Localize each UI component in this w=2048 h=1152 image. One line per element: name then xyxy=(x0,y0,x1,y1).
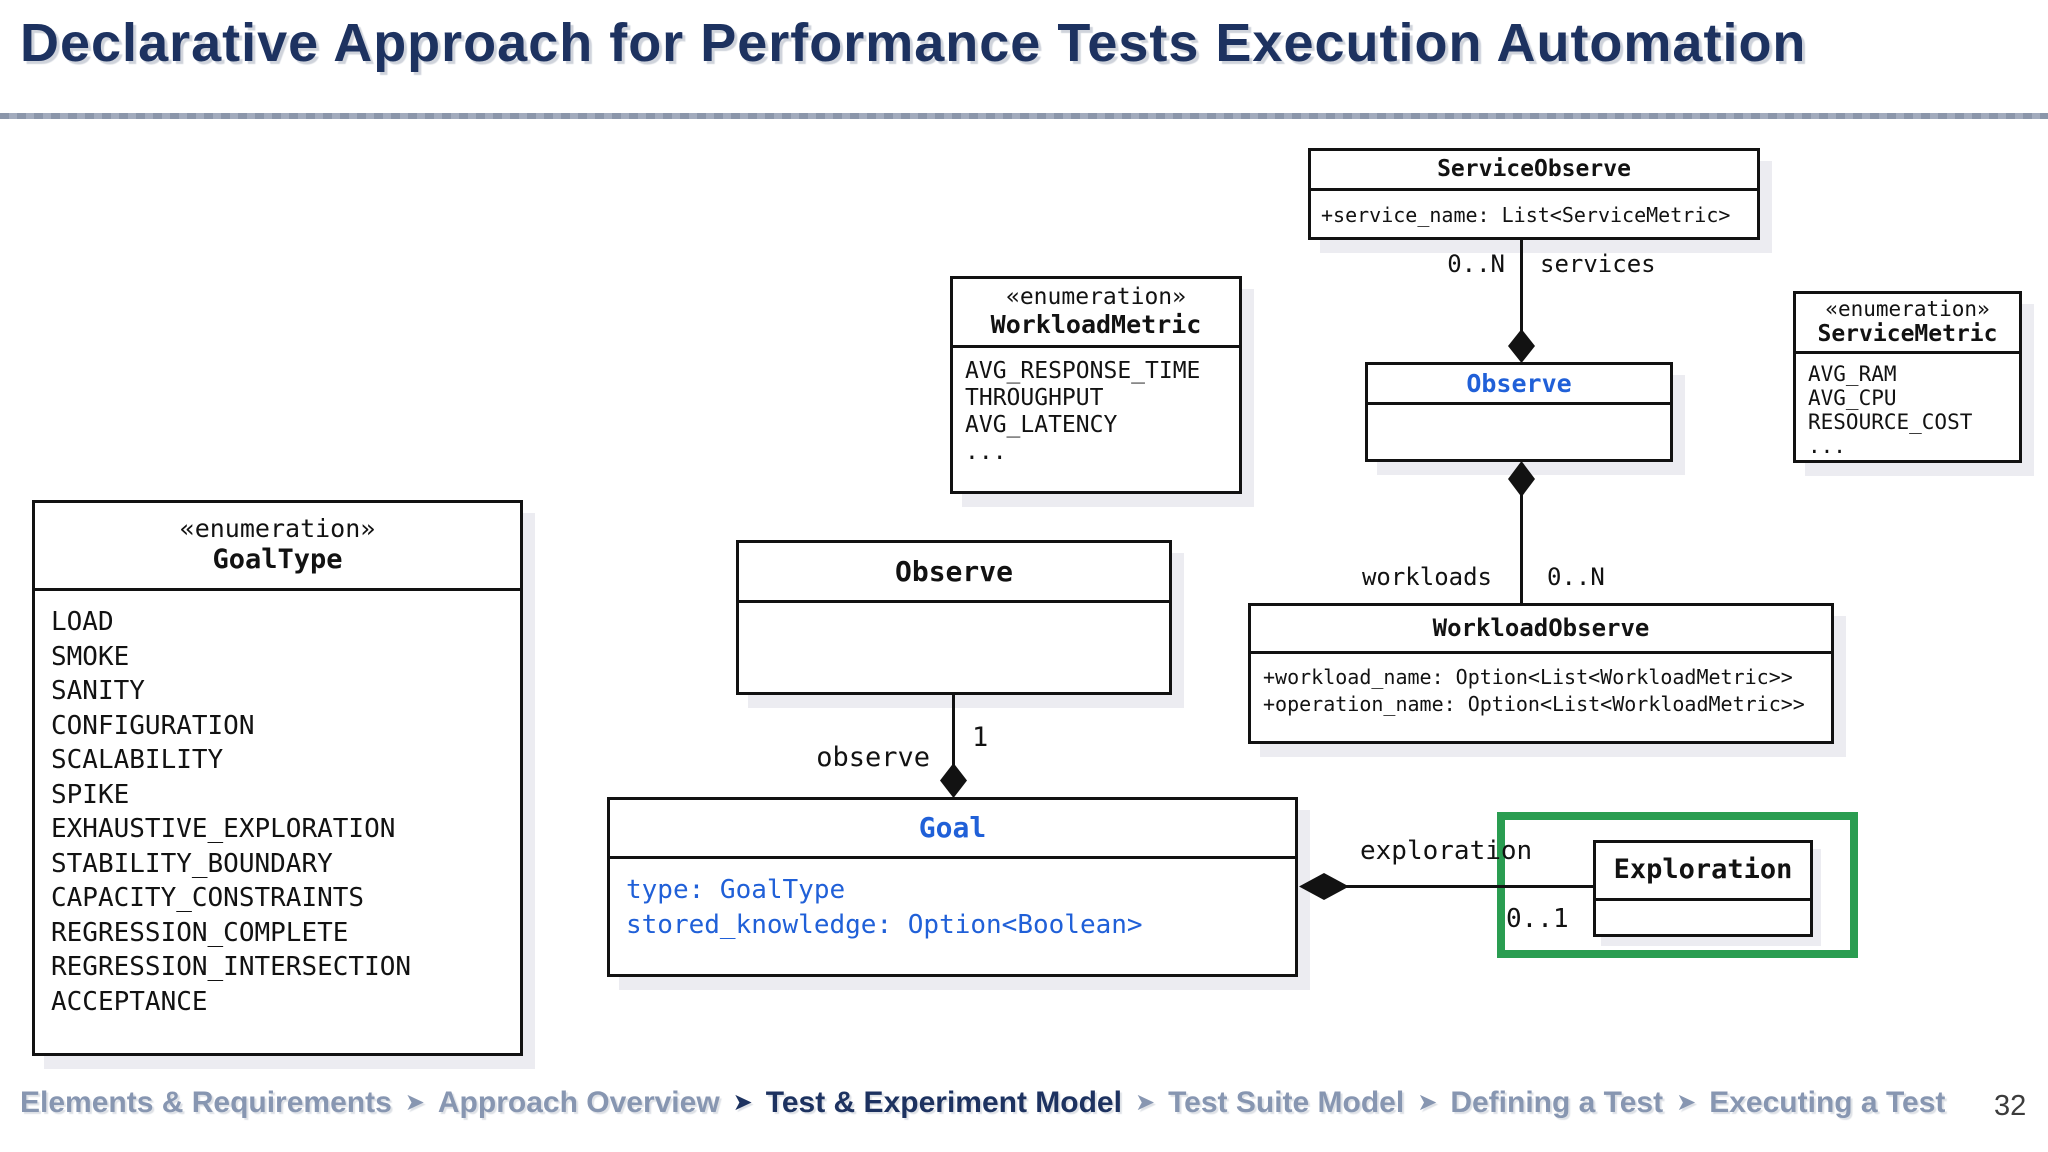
enum-value: SMOKE xyxy=(51,641,130,672)
enum-value: REGRESSION_INTERSECTION xyxy=(51,952,412,982)
enum-value: SPIKE xyxy=(51,779,130,810)
breadcrumb-arrow-icon: ➤ xyxy=(1417,1089,1438,1116)
enum-name: WorkloadMetric xyxy=(990,310,1202,340)
multiplicity-label-exploration: 0..1 xyxy=(1506,904,1569,934)
breadcrumb-arrow-icon: ➤ xyxy=(732,1089,753,1116)
enum-box-goaltype: «enumeration» GoalType LOAD SMOKE SANITY… xyxy=(32,500,523,1056)
enum-value: THROUGHPUT xyxy=(965,385,1104,411)
composition-diamond-services xyxy=(1508,329,1535,363)
class-box-serviceobserve: ServiceObserve +service_name: List<Servi… xyxy=(1308,148,1760,240)
breadcrumb: Elements & Requirements ➤ Approach Overv… xyxy=(20,1086,1945,1120)
multiplicity-label-services: 0..N xyxy=(1447,250,1505,278)
breadcrumb-item-approach-overview: Approach Overview xyxy=(437,1086,720,1119)
class-name: ServiceObserve xyxy=(1437,155,1631,182)
class-name: WorkloadObserve xyxy=(1432,614,1650,643)
breadcrumb-arrow-icon: ➤ xyxy=(404,1089,425,1116)
breadcrumb-item-test-experiment-model: Test & Experiment Model xyxy=(765,1086,1122,1119)
class-attribute: type: GoalType xyxy=(626,875,846,905)
enum-value: ... xyxy=(965,439,1007,465)
class-attribute: +service_name: List<ServiceMetric> xyxy=(1321,203,1731,227)
class-name: Exploration xyxy=(1613,854,1793,886)
enum-value: AVG_CPU xyxy=(1808,386,1897,410)
enum-stereotype: «enumeration» xyxy=(1005,283,1186,310)
enum-name: GoalType xyxy=(212,543,343,575)
association-line-services xyxy=(1520,240,1523,332)
association-line-workloads xyxy=(1520,495,1523,604)
class-name: Observe xyxy=(894,554,1013,588)
class-attribute: stored_knowledge: Option<Boolean> xyxy=(626,910,1143,940)
composition-diamond-observe xyxy=(940,763,967,798)
enum-value: AVG_RAM xyxy=(1808,362,1897,386)
enum-stereotype: «enumeration» xyxy=(179,513,376,543)
slide-title: Declarative Approach for Performance Tes… xyxy=(20,13,1807,73)
composition-diamond-workloads xyxy=(1508,461,1535,497)
class-box-exploration: Exploration xyxy=(1593,840,1813,937)
composition-diamond-exploration xyxy=(1299,873,1349,900)
enum-value: AVG_LATENCY xyxy=(965,412,1118,438)
class-attribute: +operation_name: Option<List<WorkloadMet… xyxy=(1263,692,1805,716)
title-divider xyxy=(0,113,2048,119)
enum-value: SCALABILITY xyxy=(51,745,224,775)
breadcrumb-arrow-icon: ➤ xyxy=(1676,1089,1697,1116)
enum-value: CONFIGURATION xyxy=(51,710,255,741)
class-name: Goal xyxy=(918,811,987,845)
class-box-observe-upper: Observe xyxy=(1365,362,1673,462)
class-box-workloadobserve: WorkloadObserve +workload_name: Option<L… xyxy=(1248,603,1834,744)
page-number: 32 xyxy=(1994,1090,2027,1122)
role-label-services: services xyxy=(1540,250,1656,278)
role-label-workloads: workloads xyxy=(1361,563,1492,591)
class-box-goal: Goal type: GoalType stored_knowledge: Op… xyxy=(607,797,1298,977)
enum-stereotype: «enumeration» xyxy=(1825,296,1990,321)
role-label-observe: observe xyxy=(816,742,930,773)
association-line-exploration xyxy=(1346,885,1594,888)
class-box-observe-middle: Observe xyxy=(736,540,1172,695)
breadcrumb-item-elements-requirements: Elements & Requirements xyxy=(20,1086,392,1119)
breadcrumb-item-executing-a-test: Executing a Test xyxy=(1709,1086,1946,1119)
enum-box-servicemetric: «enumeration» ServiceMetric AVG_RAM AVG_… xyxy=(1793,291,2022,463)
enum-value: RESOURCE_COST xyxy=(1808,410,1973,434)
enum-value: ACCEPTANCE xyxy=(51,986,208,1017)
enum-name: ServiceMetric xyxy=(1817,320,1998,347)
breadcrumb-arrow-icon: ➤ xyxy=(1134,1089,1156,1116)
enum-value: SANITY xyxy=(51,676,145,706)
multiplicity-label-workloads: 0..N xyxy=(1547,563,1605,591)
enum-value: LOAD xyxy=(51,607,114,637)
class-attribute: +workload_name: Option<List<WorkloadMetr… xyxy=(1263,665,1793,689)
association-line-observe xyxy=(952,695,955,767)
enum-value: STABILITY_BOUNDARY xyxy=(51,848,333,879)
multiplicity-label-observe: 1 xyxy=(972,722,989,753)
enum-value: EXHAUSTIVE_EXPLORATION xyxy=(51,814,396,844)
enum-value: REGRESSION_COMPLETE xyxy=(51,917,349,948)
breadcrumb-item-test-suite-model: Test Suite Model xyxy=(1168,1086,1405,1119)
breadcrumb-item-defining-a-test: Defining a Test xyxy=(1450,1086,1664,1119)
enum-value: AVG_RESPONSE_TIME xyxy=(965,358,1201,384)
enum-value: CAPACITY_CONSTRAINTS xyxy=(51,883,365,913)
enum-value: ... xyxy=(1808,434,1846,458)
enum-box-workloadmetric: «enumeration» WorkloadMetric AVG_RESPONS… xyxy=(950,276,1242,494)
role-label-exploration: exploration xyxy=(1360,836,1533,866)
class-name: Observe xyxy=(1466,368,1572,398)
